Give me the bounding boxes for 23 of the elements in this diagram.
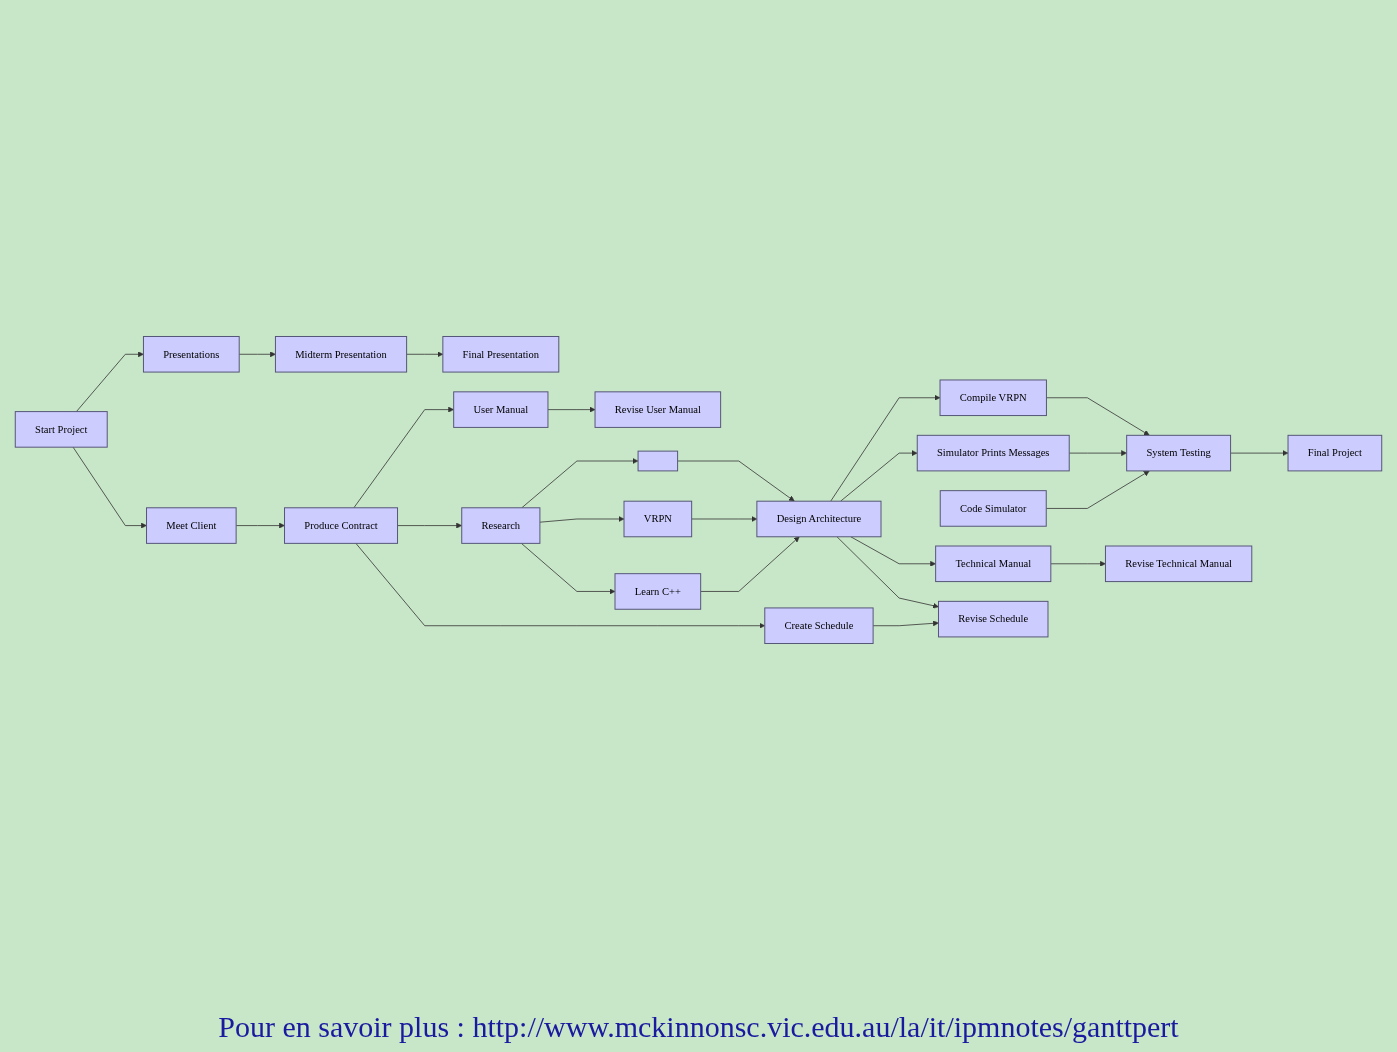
node-box: Technical Manual bbox=[935, 545, 1052, 583]
node-box: System Testing bbox=[1126, 434, 1232, 472]
node-box: Code Simulator bbox=[939, 490, 1047, 527]
node-box: Final Project bbox=[1287, 434, 1383, 472]
node-box: VRPN bbox=[623, 500, 693, 538]
node-box: Learn C++ bbox=[614, 573, 702, 610]
node-box bbox=[637, 450, 679, 472]
node-box: Start Project bbox=[14, 411, 108, 448]
node-box: Midterm Presentation bbox=[274, 336, 408, 373]
node-box: Research bbox=[461, 507, 541, 544]
node-box: Presentations bbox=[142, 336, 240, 373]
node-box: Produce Contract bbox=[284, 507, 399, 544]
node-box: Simulator Prints Messages bbox=[916, 434, 1070, 472]
node-box: Revise Technical Manual bbox=[1104, 545, 1253, 583]
node-box: Meet Client bbox=[146, 507, 237, 544]
node-box: Design Architecture bbox=[756, 500, 882, 538]
footer-note: Pour en savoir plus : http://www.mckinnonsc.vic.edu.au/la/it/ipmnotes/ganttpert bbox=[217, 1010, 1180, 1044]
node-box: Create Schedule bbox=[764, 607, 874, 644]
node-box: Final Presentation bbox=[442, 336, 560, 373]
node-box: User Manual bbox=[453, 391, 549, 428]
node-box: Revise User Manual bbox=[594, 391, 722, 428]
node-box: Revise Schedule bbox=[938, 600, 1049, 638]
node-box: Compile VRPN bbox=[939, 379, 1047, 417]
